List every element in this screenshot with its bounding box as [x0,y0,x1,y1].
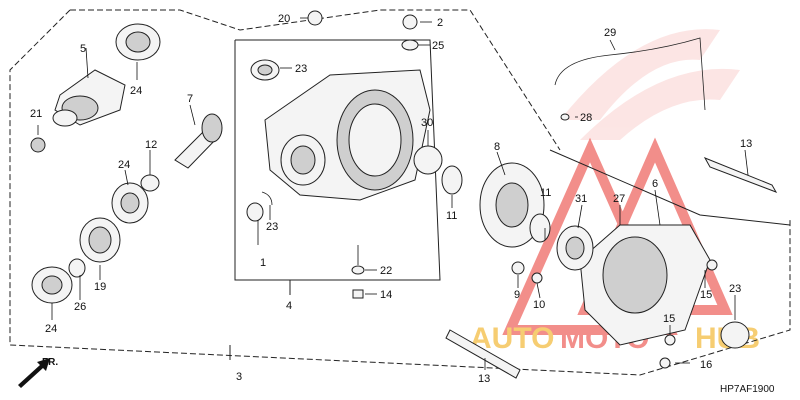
callout-12: 12 [145,139,157,151]
part-cover [445,37,778,379]
callout-24b: 24 [45,323,57,335]
callout-17: 19 [94,281,106,293]
callout-28: 28 [580,112,592,124]
callout-25: 25 [432,40,444,52]
callout-15b: 15 [663,313,675,325]
callout-24a: 24 [130,85,142,97]
callout-22: 24 [118,159,130,171]
callout-18: 20 [278,13,290,25]
callout-numbers: 20 2 25 23 30 8 29 28 13 5 24 7 12 24 21… [30,13,752,385]
callout-3: 3 [236,371,242,383]
callout-2: 2 [437,17,443,29]
callout-15a: 15 [700,289,712,301]
callout-19: 21 [30,108,42,120]
part-lower-left [31,217,121,304]
callout-13a: 13 [740,138,752,150]
callout-16: 16 [700,359,712,371]
part-pinion-shaft [111,113,223,224]
part-housing [246,10,443,299]
diagram-code: HP7AF1900 [720,384,775,395]
callout-23b: 23 [729,283,741,295]
leader-lines [37,17,749,370]
callout-29: 29 [604,27,616,39]
callout-10: 10 [533,299,545,311]
callout-30: 30 [421,117,433,129]
callout-5: 5 [80,43,86,55]
callout-13b: 13 [478,373,490,385]
callout-27: 27 [613,193,625,205]
callout-11a: 11 [446,210,457,222]
callout-1: 1 [260,257,266,269]
wing-watermark [560,29,740,140]
callout-6: 6 [652,178,658,190]
callout-7: 7 [187,93,193,105]
front-direction-arrow: FR. [18,357,58,388]
callout-14: 14 [380,289,392,301]
callout-11b: 11 [540,187,551,199]
callout-23a: 23 [295,63,307,75]
callout-9: 9 [514,289,520,301]
callout-8: 8 [494,141,500,153]
front-label: FR. [42,357,58,368]
callout-4: 4 [286,300,292,312]
callout-21: 23 [266,221,278,233]
callout-20: 22 [380,265,392,277]
part-hub-top [30,23,161,153]
part-ring-gear [441,162,551,248]
callout-26: 26 [74,301,86,313]
callout-31: 31 [575,193,587,205]
